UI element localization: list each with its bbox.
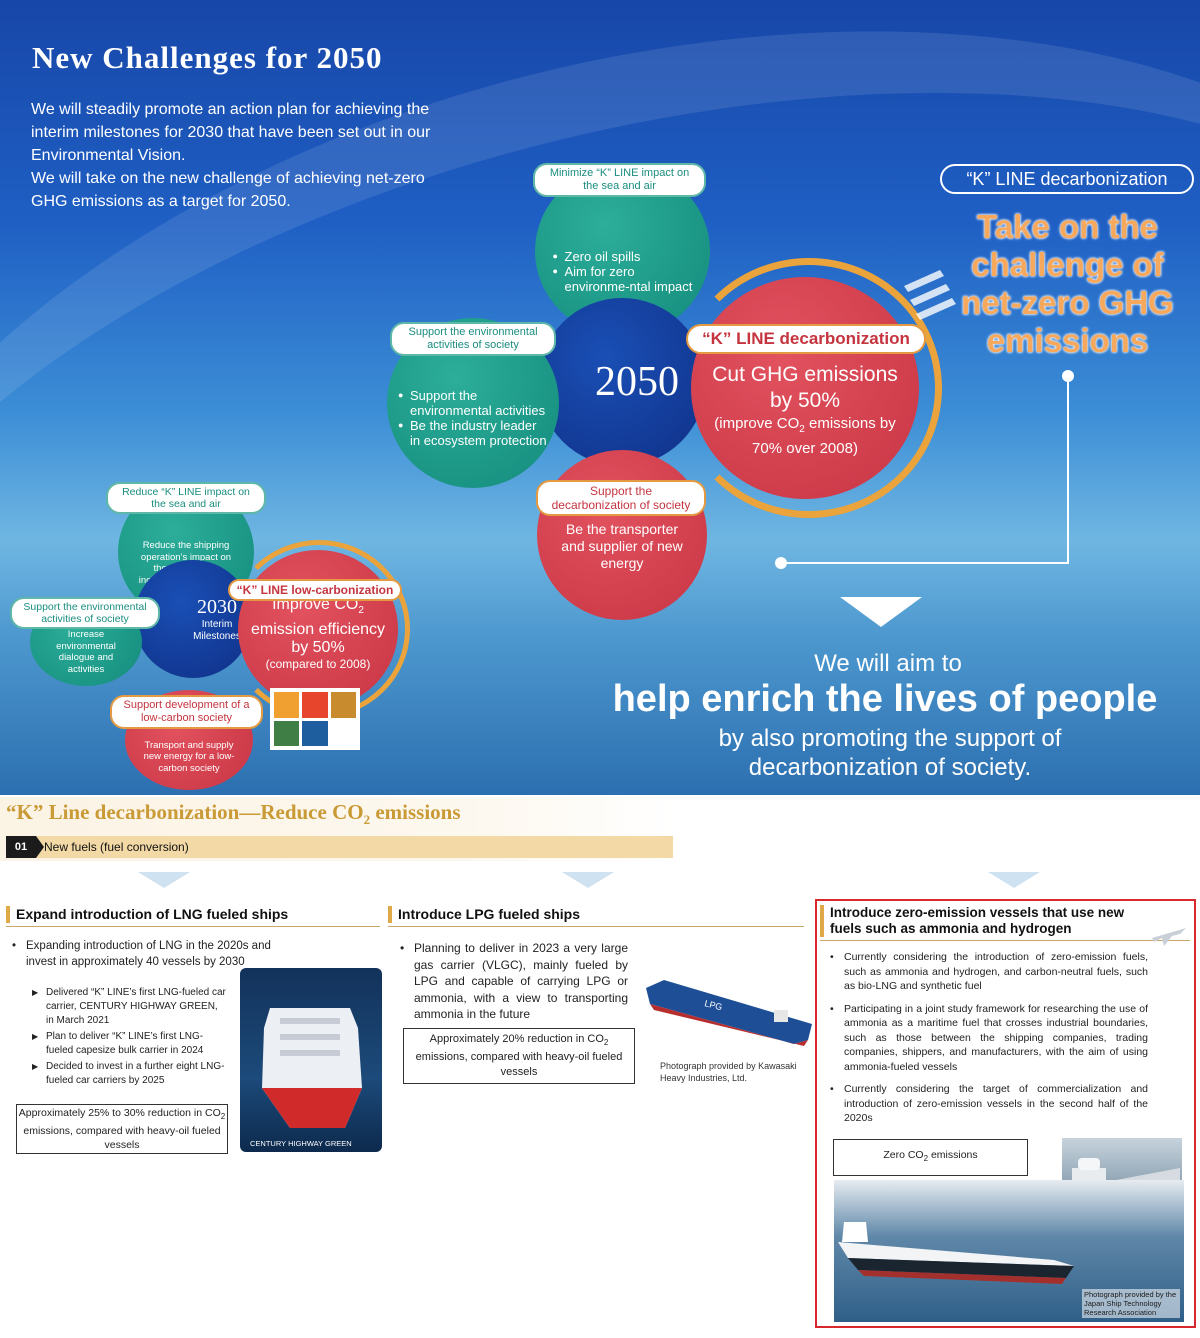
zero-ship-photo-bottom: Photograph provided by the Japan Ship Te… bbox=[834, 1180, 1184, 1322]
pill-society-2050: Support the decarbonization of society bbox=[536, 480, 706, 516]
zero-bullets: Currently considering the introduction o… bbox=[828, 950, 1148, 1126]
pill-decarbonization-2050: “K” LINE decarbonization bbox=[686, 324, 926, 354]
lng-photo-caption: CENTURY HIGHWAY GREEN bbox=[250, 1139, 352, 1148]
zero-bullet-2: Participating in a joint study framework… bbox=[828, 1002, 1148, 1075]
down-arrow-icon bbox=[840, 597, 922, 627]
zero-photo-credit: Photograph provided by the Japan Ship Te… bbox=[1082, 1289, 1180, 1318]
lpg-hull-text: LPG bbox=[704, 998, 724, 1012]
zero-bullet-1: Currently considering the introduction o… bbox=[828, 950, 1148, 994]
year-2030: 2030 bbox=[197, 595, 237, 618]
connector-vertical bbox=[1067, 376, 1069, 564]
lowcarb-main: Improve CO2 emission efficiency by 50% bbox=[251, 596, 385, 656]
lng-items: Delivered “K” LINE’s first LNG-fueled ca… bbox=[32, 986, 226, 1090]
sdg-icon-9 bbox=[302, 692, 328, 718]
banner-title: New Challenges for 2050 bbox=[32, 40, 383, 75]
aim-line-2: help enrich the lives of people bbox=[612, 678, 1158, 720]
orange-ring bbox=[676, 258, 942, 518]
lowcarb-sub: (compared to 2008) bbox=[265, 656, 371, 671]
zero-bullet-3: Currently considering the target of comm… bbox=[828, 1082, 1148, 1126]
decarbonization-pill: “K” LINE decarbonization bbox=[940, 164, 1194, 194]
highlight-frame bbox=[815, 899, 1196, 1328]
lpg-reduction-box: Approximately 20% reduction in CO2 emiss… bbox=[403, 1028, 635, 1084]
aim-line-1: We will aim to bbox=[814, 650, 962, 677]
aim-line-3: by also promoting the support of decarbo… bbox=[718, 725, 1062, 781]
lpg-ship-photo: LPG bbox=[646, 980, 812, 1046]
year-2050: 2050 bbox=[595, 359, 679, 405]
sdg-icon-blank bbox=[330, 720, 356, 746]
connector-horizontal bbox=[782, 562, 1069, 564]
vision-banner: New Challenges for 2050 We will steadily… bbox=[0, 0, 1200, 795]
circle-society-2050: Be the transporter and supplier of new e… bbox=[537, 450, 707, 620]
m2030-society-text: Transport and supply new energy for a lo… bbox=[143, 739, 235, 774]
pill-sea-air-2030: Reduce “K” LINE impact on the sea and ai… bbox=[106, 482, 266, 514]
lng-item-3: Decided to invest in a further eight LNG… bbox=[32, 1060, 226, 1088]
section-subtitle: New fuels (fuel conversion) bbox=[44, 840, 189, 854]
lng-ship-photo: CENTURY HIGHWAY GREEN bbox=[240, 968, 382, 1152]
interim-label: Interim Milestones bbox=[193, 618, 241, 642]
chevron-down-icon bbox=[562, 872, 614, 888]
sea-air-item-2: Aim for zero environme-ntal impact bbox=[553, 264, 693, 294]
sea-air-item-1: Zero oil spills bbox=[553, 249, 693, 264]
sdg-icon-14 bbox=[302, 720, 328, 746]
section-number: 01 bbox=[6, 836, 44, 858]
lpg-bullet: Planning to deliver in 2023 a very large… bbox=[398, 940, 628, 1023]
zero-emission-box: Zero CO2 emissions bbox=[833, 1139, 1028, 1176]
m2030-env-text: Increase environmental dialogue and acti… bbox=[56, 629, 116, 675]
sdg-icon-13 bbox=[274, 720, 300, 746]
intro-paragraph-2: We will take on the new challenge of ach… bbox=[31, 170, 425, 210]
car-carrier-icon bbox=[262, 1008, 362, 1128]
pill-sea-air-2050: Minimize “K” LINE impact on the sea and … bbox=[533, 163, 706, 197]
decarb-main: Cut GHG emissions by 50% bbox=[712, 363, 898, 412]
sdg-icons bbox=[270, 688, 360, 750]
pill-environment-2030: Support the environmental activities of … bbox=[10, 597, 160, 629]
decarb-sub: (improve CO2 emissions by 70% over 2008) bbox=[714, 415, 896, 457]
chevron-down-icon bbox=[138, 872, 190, 888]
section-subtitle-bar bbox=[6, 836, 673, 858]
circle-decarbonization-2050: Cut GHG emissions by 50% (improve CO2 em… bbox=[691, 277, 919, 499]
zero-heading: Introduce zero-emission vessels that use… bbox=[820, 905, 1138, 937]
arrow-stripes-icon bbox=[904, 270, 956, 320]
env-item-2: Be the industry leader in ecosystem prot… bbox=[398, 418, 548, 448]
env-item-1: Support the environmental activities bbox=[398, 388, 548, 418]
net-zero-headline: Take on the challenge of net-zero GHG em… bbox=[961, 208, 1174, 359]
intro-paragraph-1: We will steadily promote an action plan … bbox=[31, 101, 431, 164]
connector-dot-left bbox=[775, 557, 787, 569]
lpg-heading: Introduce LPG fueled ships bbox=[388, 906, 802, 923]
lng-reduction-box: Approximately 25% to 30% reduction in CO… bbox=[16, 1104, 228, 1154]
banner-intro: We will steadily promote an action plan … bbox=[31, 98, 451, 213]
sdg-icon-12 bbox=[330, 692, 356, 718]
pill-society-2030: Support development of a low-carbon soci… bbox=[110, 695, 263, 729]
lng-bullet: Expanding introduction of LNG in the 202… bbox=[10, 938, 272, 970]
pill-lowcarb-2030: “K” LINE low-carbonization bbox=[228, 579, 402, 601]
zero-rule bbox=[820, 940, 1190, 941]
lng-item-1: Delivered “K” LINE’s first LNG-fueled ca… bbox=[32, 986, 226, 1028]
pill-environment-2050: Support the environmental activities of … bbox=[390, 322, 556, 356]
sdg-icon-7 bbox=[274, 692, 300, 718]
lng-rule bbox=[6, 926, 380, 927]
circle-lowcarb-2030: Improve CO2 emission efficiency by 50% (… bbox=[238, 550, 398, 708]
section-title: “K” Line decarbonization—Reduce CO2 emis… bbox=[6, 800, 461, 828]
lpg-rule bbox=[388, 926, 804, 927]
lpg-photo-credit: Photograph provided by Kawasaki Heavy In… bbox=[660, 1061, 797, 1083]
chevron-down-icon bbox=[988, 872, 1040, 888]
society-text: Be the transporter and supplier of new e… bbox=[561, 520, 683, 571]
lng-item-2: Plan to deliver “K” LINE’s first LNG-fue… bbox=[32, 1030, 226, 1058]
bulk-carrier-icon bbox=[838, 1222, 1074, 1284]
lng-heading: Expand introduction of LNG fueled ships bbox=[6, 906, 378, 923]
airplane-icon bbox=[1152, 928, 1186, 946]
